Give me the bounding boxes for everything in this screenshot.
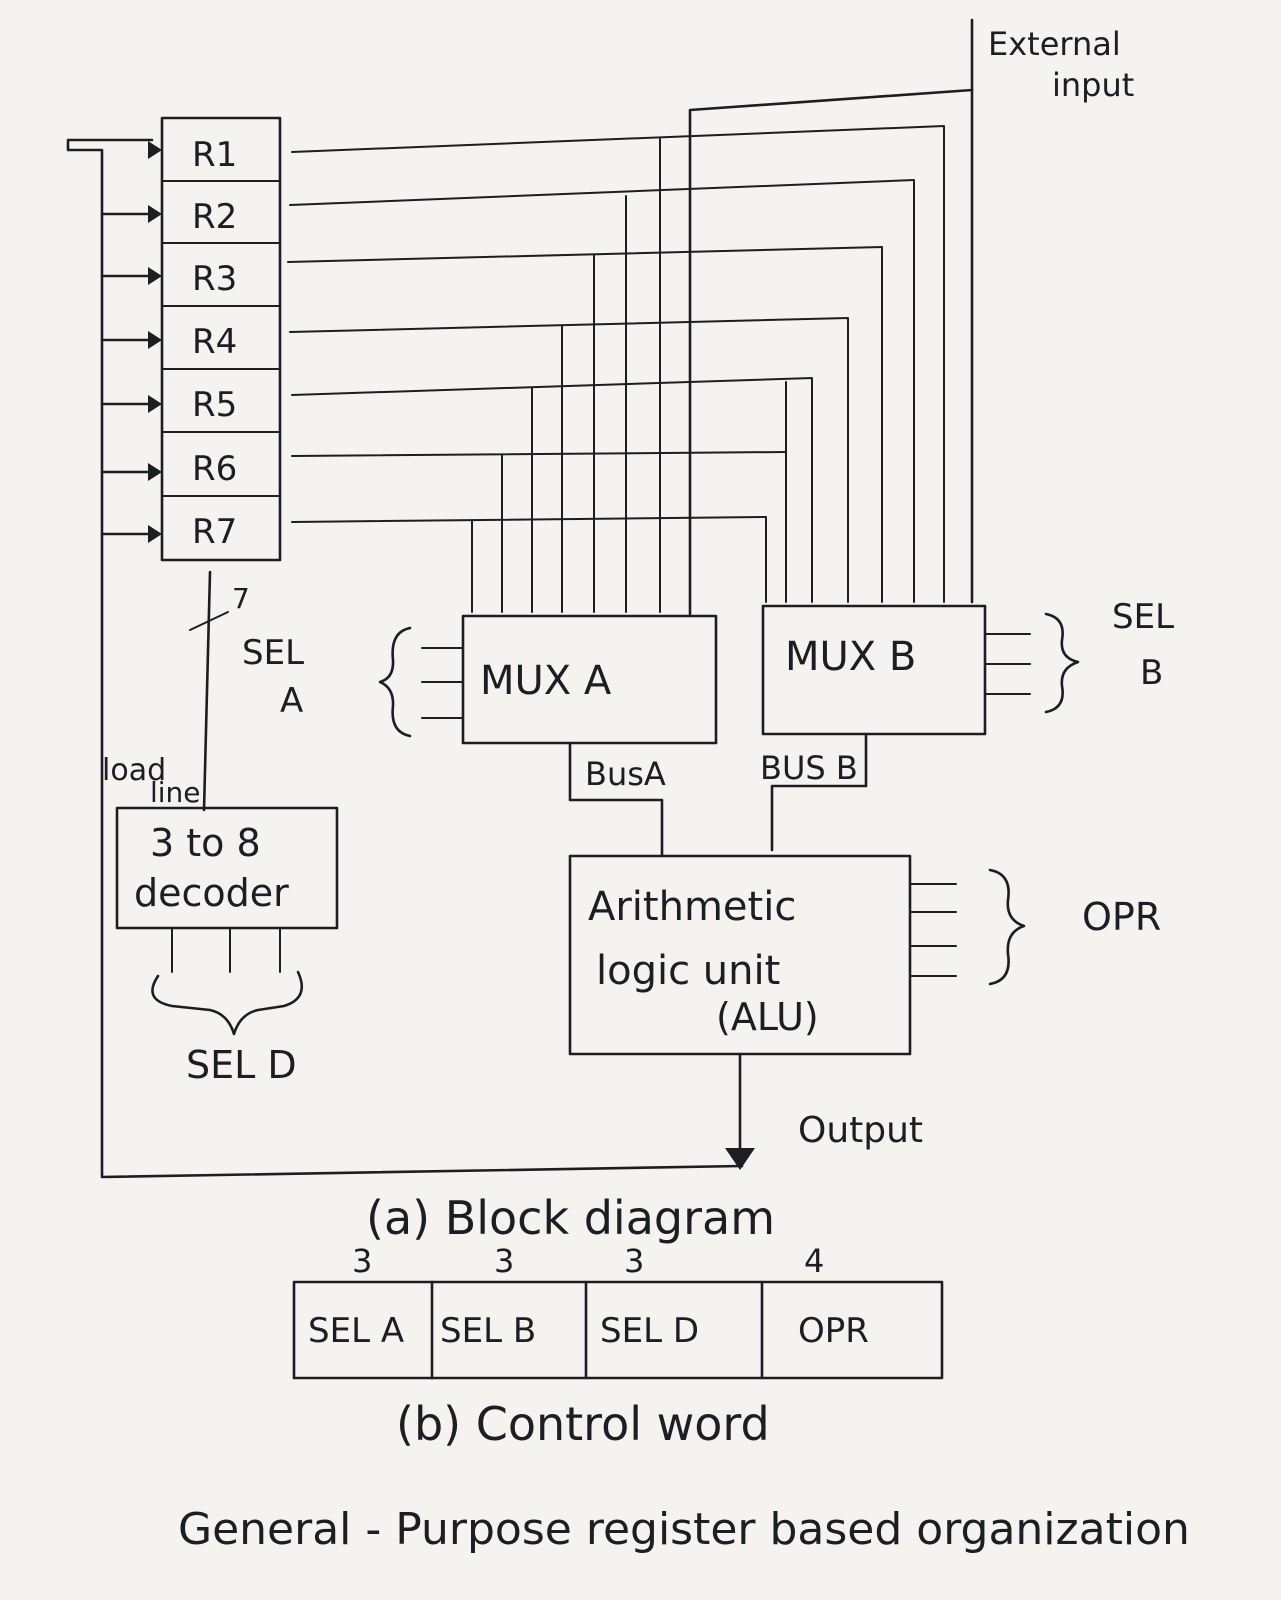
- control-word-box: [292, 1280, 944, 1380]
- mux-a: MUX A SEL A: [242, 614, 718, 745]
- alu-label-line3: (ALU): [716, 995, 819, 1039]
- control-word: 3 3 3 4 SEL A SEL B SEL D OPR: [292, 1242, 944, 1380]
- register-file-outline: [160, 116, 282, 562]
- page-title: General - Purpose register based organiz…: [178, 1504, 1190, 1555]
- sel-a-brace: [378, 626, 412, 738]
- caption-control-word: (b) Control word: [396, 1397, 770, 1451]
- external-input-label-line1: External: [988, 25, 1121, 63]
- register-output-wires: [287, 125, 945, 613]
- mux-a-label: MUX A: [480, 658, 612, 704]
- alu-label-line2: logic unit: [596, 948, 780, 994]
- sel-a-label-line2: A: [280, 681, 303, 721]
- control-field-bits-sel-b: 3: [494, 1242, 514, 1280]
- control-field-bits-sel-d: 3: [624, 1242, 644, 1280]
- register-file: R1 R2 R3 R4 R5 R6 R7: [160, 116, 282, 562]
- control-field-opr: OPR: [798, 1311, 869, 1351]
- external-input-label-line2: input: [1052, 66, 1134, 104]
- output-path: Output: [725, 1052, 923, 1170]
- mux-b: MUX B SEL B: [761, 597, 1174, 736]
- output-arrow-icon: [725, 1148, 755, 1170]
- decoder-label-line1: 3 to 8: [150, 821, 261, 865]
- external-input-line: External input: [688, 18, 1134, 616]
- load-line-label-line1: load: [102, 753, 166, 788]
- register-r5: R5: [192, 385, 237, 425]
- alu-label-line1: Arithmetic: [588, 884, 796, 930]
- output-label: Output: [798, 1110, 923, 1151]
- bus-b-label: BUS B: [760, 749, 858, 787]
- register-r2: R2: [192, 197, 237, 237]
- register-r4: R4: [192, 322, 237, 362]
- mux-b-label: MUX B: [785, 634, 916, 680]
- sel-b-brace: [1044, 612, 1080, 714]
- control-field-bits-opr: 4: [804, 1242, 824, 1280]
- decoder: 7 load line 3 to 8 decoder SEL D: [102, 570, 339, 1087]
- sel-d-brace: [151, 970, 303, 1036]
- caption-block-diagram: (a) Block diagram: [366, 1191, 775, 1245]
- register-r3: R3: [192, 259, 237, 299]
- register-r6: R6: [192, 449, 237, 489]
- register-r1: R1: [192, 135, 237, 175]
- opr-label: OPR: [1082, 895, 1161, 939]
- control-field-sel-d: SEL D: [600, 1311, 699, 1351]
- sel-a-label-line1: SEL: [242, 633, 304, 673]
- bit-width-label: 7: [232, 582, 250, 615]
- load-line-label-line2: line: [150, 776, 201, 809]
- bus-a-label: BusA: [585, 755, 666, 793]
- opr-brace: [988, 868, 1026, 986]
- decoder-box: [115, 806, 339, 930]
- sel-b-label-line2: B: [1140, 653, 1163, 693]
- control-field-sel-a: SEL A: [308, 1311, 404, 1351]
- sel-d-label: SEL D: [186, 1043, 297, 1087]
- buses: BusA BUS B: [568, 732, 868, 858]
- mux-b-box: [761, 604, 987, 736]
- decoder-label-line2: decoder: [134, 871, 289, 915]
- mux-a-box: [461, 614, 718, 745]
- control-field-bits-sel-a: 3: [352, 1242, 372, 1280]
- control-field-sel-b: SEL B: [440, 1311, 536, 1351]
- load-feedback-lines: [66, 138, 744, 1179]
- sel-b-label-line1: SEL: [1112, 597, 1174, 637]
- alu: Arithmetic logic unit (ALU) OPR: [568, 854, 1161, 1056]
- register-r7: R7: [192, 512, 237, 552]
